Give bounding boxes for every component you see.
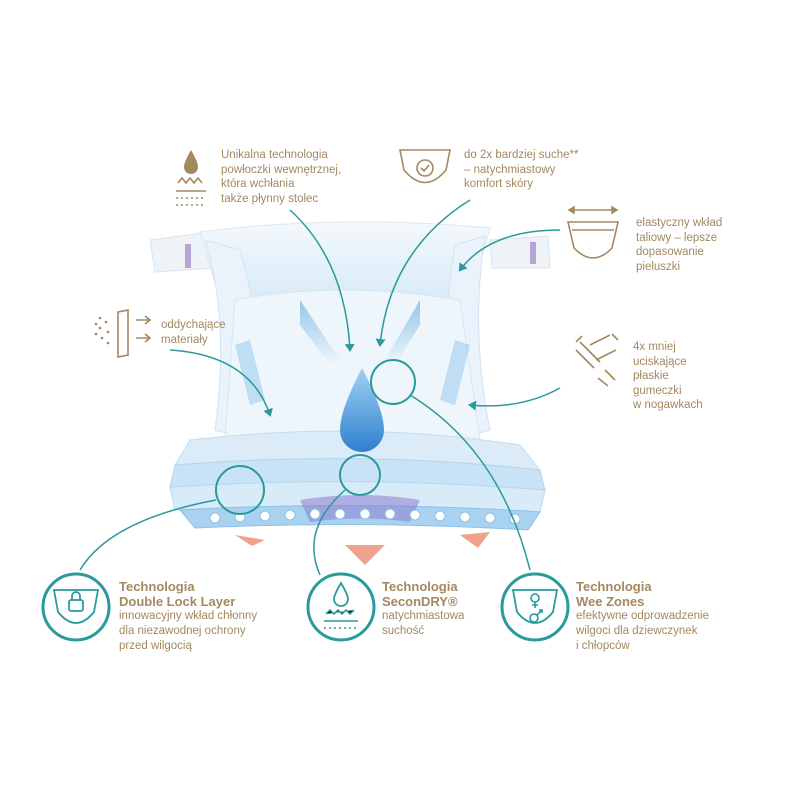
dry-diaper-icon (399, 149, 451, 184)
highlight-circle-left (215, 465, 265, 515)
pointer-dryness (375, 199, 471, 347)
callout-leg-elastics: 4x mniej uciskające płaskie gumeczki w n… (633, 341, 703, 411)
feature-title: SeconDRY® (382, 594, 458, 609)
line-secondry (313, 489, 346, 576)
elastic-waistband-icon (566, 205, 620, 259)
secondry-drop-icon (306, 572, 376, 642)
locked-diaper-icon (41, 572, 111, 642)
callout-waistband: elastyczny wkład taliowy – lepsze dopaso… (636, 217, 723, 273)
down-arrow-center (345, 545, 385, 565)
feature-title: Double Lock Layer (119, 594, 236, 609)
pointer-leg-elastics (468, 387, 561, 411)
pointer-inner-coating (289, 209, 355, 352)
highlight-circle-center (339, 454, 381, 496)
callout-inner-coating: Unikalna technologia powłoczki wewnętrzn… (221, 149, 342, 205)
feature-title: Wee Zones (576, 594, 645, 609)
gender-zones-icon (500, 572, 570, 642)
feature-double-lock: Technologia Double Lock Layer innowacyjn… (119, 579, 258, 652)
liquid-drop (340, 368, 384, 452)
breathable-materials-icon (94, 309, 152, 358)
pointer-lines (79, 199, 561, 576)
feature-wee-zones: Technologia Wee Zones efektywne odprowad… (576, 579, 709, 652)
down-arrow-right (460, 532, 490, 548)
feature-title: Technologia (382, 579, 458, 594)
feature-secondry: Technologia SeconDRY® natychmiastowa suc… (382, 579, 465, 637)
line-wee-zones (409, 394, 531, 571)
diaper-illustration (149, 221, 551, 565)
callout-breathable: oddychające materiały (161, 319, 226, 346)
water-drop-layers-icon (176, 150, 206, 206)
callout-dryness: do 2x bardziej suche** – natychmiastowy … (464, 149, 579, 190)
feature-title: Technologia (576, 579, 652, 594)
highlight-circle-right (370, 359, 416, 405)
feature-title: Technologia (119, 579, 195, 594)
pointer-breathable (169, 349, 273, 417)
down-arrow-left (235, 535, 265, 546)
flat-elastic-icon (575, 333, 619, 387)
line-double-lock (79, 499, 217, 571)
pointer-waistband (458, 229, 561, 272)
